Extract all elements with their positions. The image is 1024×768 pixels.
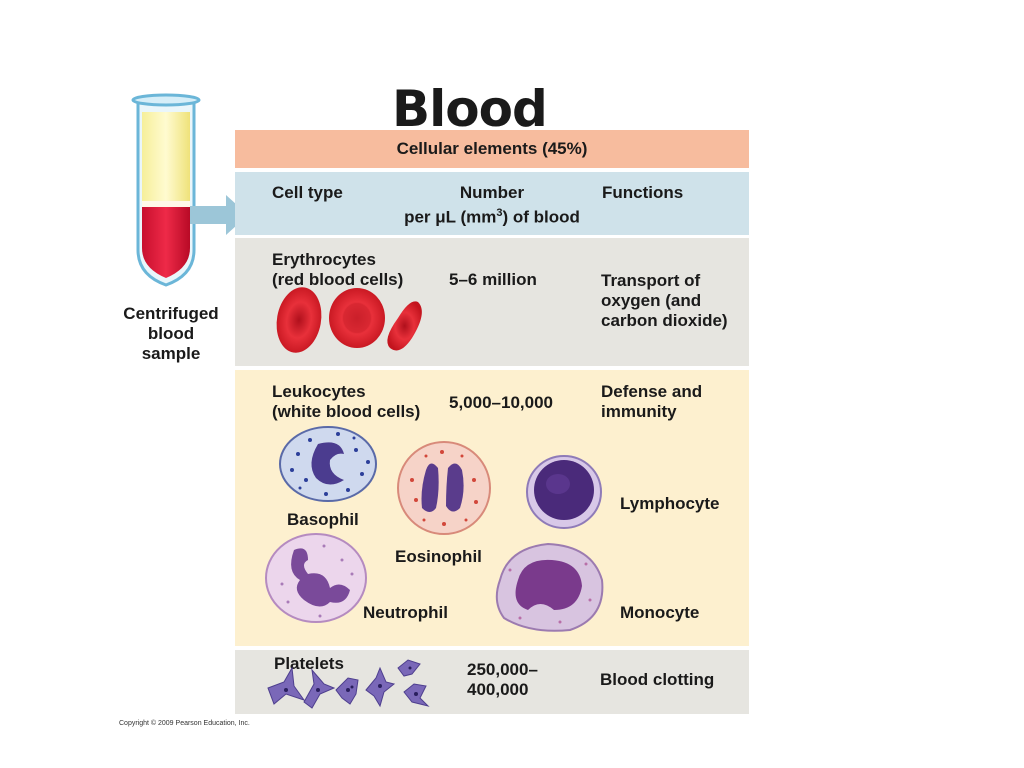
lymphocyte-label: Lymphocyte <box>620 494 720 513</box>
erythrocytes-subname: (red blood cells) <box>272 270 404 289</box>
red-blood-cells-illustration <box>276 287 422 353</box>
leukocytes-function-1: Defense and <box>601 382 703 401</box>
cellular-elements-label: Cellular elements (45%) <box>396 139 588 158</box>
tube-caption-line2: blood <box>147 324 195 343</box>
erythrocytes-function-1: Transport of <box>601 271 701 290</box>
basophil-label: Basophil <box>287 510 359 529</box>
tube-caption-line3: sample <box>141 344 201 363</box>
centrifuged-tube-illustration <box>131 93 201 287</box>
column-number-line1: Number <box>459 183 525 202</box>
neutrophil-illustration <box>265 533 367 623</box>
eosinophil-illustration <box>397 441 491 535</box>
leukocytes-number: 5,000–10,000 <box>449 393 553 412</box>
erythrocytes-function-3: carbon dioxide) <box>601 311 728 330</box>
monocyte-label: Monocyte <box>620 603 700 622</box>
platelets-number-line1: 250,000– <box>467 660 538 679</box>
erythrocytes-name: Erythrocytes <box>272 250 376 269</box>
leukocytes-function-2: immunity <box>601 402 677 421</box>
platelets-illustration <box>267 659 430 709</box>
platelets-function: Blood clotting <box>600 670 715 689</box>
erythrocytes-row <box>235 238 749 366</box>
column-header-row <box>235 172 749 235</box>
arrow-icon <box>190 195 248 235</box>
column-cell-type: Cell type <box>272 183 343 202</box>
column-number-line2: per μL (mm3) of blood <box>404 207 580 227</box>
platelets-number-line2: 400,000 <box>467 680 529 699</box>
cellular-elements-header <box>235 130 749 168</box>
leukocytes-name: Leukocytes <box>272 382 366 401</box>
erythrocytes-function-2: oxygen (and <box>601 291 702 310</box>
tube-caption-line1: Centrifuged <box>123 304 219 323</box>
page-title: Blood <box>392 80 548 138</box>
lymphocyte-illustration <box>526 455 602 529</box>
column-number: Number per μL (mm3) of blood <box>392 183 592 228</box>
copyright-notice: Copyright © 2009 Pearson Education, Inc. <box>119 720 250 727</box>
basophil-illustration <box>279 426 377 502</box>
neutrophil-label: Neutrophil <box>363 603 448 622</box>
eosinophil-label: Eosinophil <box>395 547 482 566</box>
leukocytes-subname: (white blood cells) <box>272 402 421 421</box>
column-functions: Functions <box>602 183 684 202</box>
erythrocytes-number: 5–6 million <box>449 270 537 289</box>
monocyte-illustration <box>495 542 604 632</box>
